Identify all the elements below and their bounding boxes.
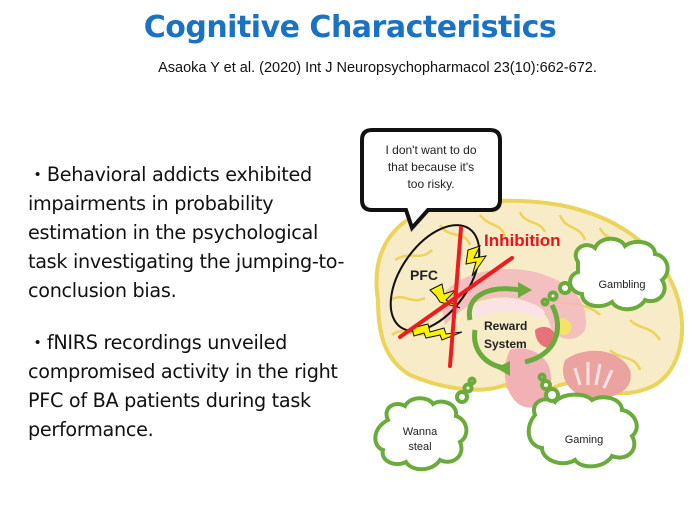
thought-bubble-wanna-steal [373,396,469,472]
slide-title: Cognitive Characteristics [143,10,557,45]
thought-dot [540,379,552,391]
citation: Asaoka Y et al. (2020) Int J Neuropsycho… [158,60,597,76]
bullet-text: fNIRS recordings unveiled compromised ac… [28,331,338,441]
corpus-callosum [440,268,586,340]
arrow-head-icon [496,361,510,376]
thought-bubble-gaming [526,392,639,469]
speech-line-1: I don't want to do [385,143,476,157]
lightning-bolt-icon [429,283,461,309]
cerebellum-folia [573,362,614,389]
thought-dot [544,387,560,403]
bullet-marker: ・ [28,331,47,354]
thought-bubble-gambling [568,236,670,312]
inhibition-cross [398,226,514,368]
speech-bubble [360,128,502,232]
bullet-point-2: ・fNIRS recordings unveiled compromised a… [28,328,358,444]
wanna-label-line-2: steal [408,441,431,453]
thought-bubbles [373,236,670,472]
wanna-label-line-1: Wanna [403,426,438,438]
thought-dot [467,376,477,386]
gambling-label: Gambling [598,279,645,291]
arrow-head-icon [518,282,532,298]
thought-dot [540,297,550,307]
lightning-bolt-icon [465,245,488,277]
inhibition-label: Inhibition [484,231,560,250]
bullet-text: Behavioral addicts exhibited impairments… [28,163,345,302]
thought-dot [558,281,572,295]
bullet-point-1: ・Behavioral addicts exhibited impairment… [28,160,358,305]
brainstem [504,348,551,408]
fornix [470,298,545,320]
thought-dot [462,382,474,394]
thought-dot [547,290,559,302]
cycle-arrow [524,303,561,365]
gaming-label: Gaming [565,434,604,446]
brain-diagram: I don't want to do that because it's too… [360,128,684,472]
reward-label-line-2: System [484,337,527,351]
thought-dot [455,390,469,404]
thought-dot [537,372,547,382]
speech-line-2: that because it's [388,160,474,174]
cycle-arrow [466,286,521,321]
reward-label-line-1: Reward [484,319,527,333]
bullet-marker: ・ [28,163,47,186]
speech-line-3: too risky. [407,177,454,191]
pfc-label: PFC [410,267,438,283]
cross-line [398,256,514,339]
pfc-outline [389,224,481,332]
